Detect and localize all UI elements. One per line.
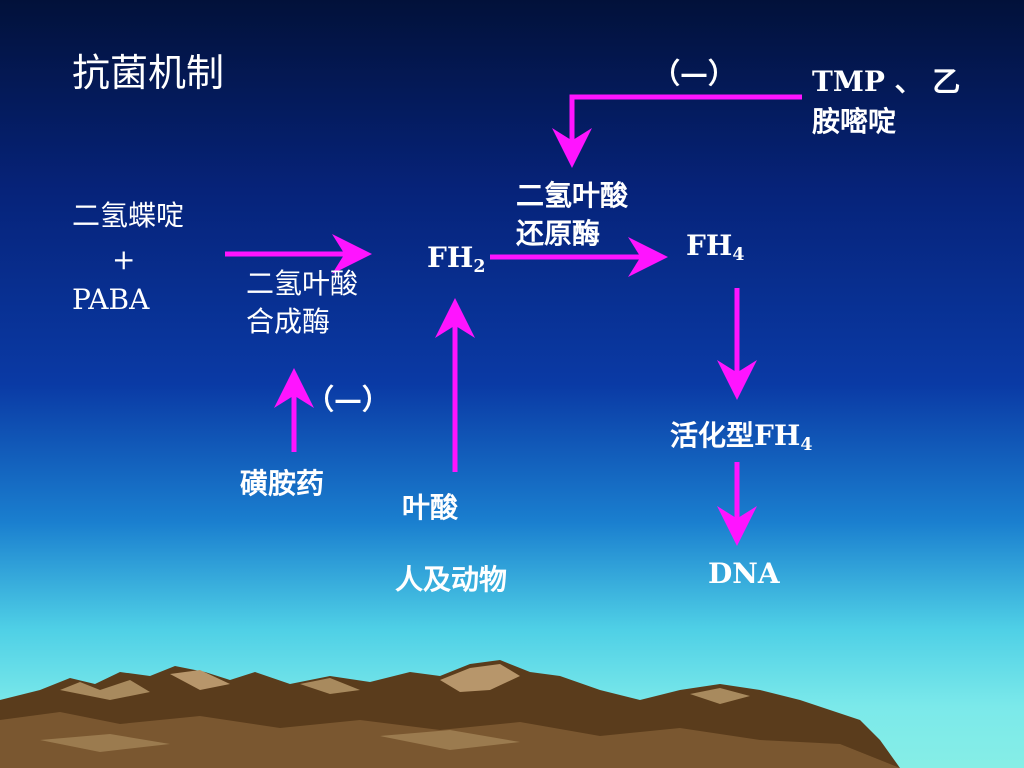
folic-acid-label: 叶酸 xyxy=(402,491,459,524)
fh4-label: FH4 xyxy=(686,229,745,265)
source-label: 人及动物 xyxy=(395,563,508,596)
fh2-label: FH2 xyxy=(427,241,486,277)
tmp-label-line2: 胺嘧啶 xyxy=(812,105,897,138)
substrate-pteridine: 二氢蝶啶 xyxy=(72,199,185,232)
enzyme-reductase-line2: 还原酶 xyxy=(516,217,601,250)
enzyme-synthase-line2: 合成酶 xyxy=(246,305,331,338)
arrow-tmp-inhibition xyxy=(552,94,802,168)
inhibitor-left-symbol: （—） xyxy=(306,383,391,416)
tmp-label-line1: TMP 、 乙 xyxy=(812,65,961,98)
dna-label: DNA xyxy=(708,557,780,590)
enzyme-synthase-line1: 二氢叶酸 xyxy=(246,267,359,300)
active-fh4-label: 活化型FH4 xyxy=(670,419,813,455)
substrate-paba: PABA xyxy=(72,283,150,316)
inhibitor-top-symbol: （—） xyxy=(652,57,737,90)
sulfonamide-label: 磺胺药 xyxy=(240,467,325,500)
substrate-plus: + xyxy=(112,243,136,276)
enzyme-reductase-line1: 二氢叶酸 xyxy=(516,179,629,212)
slide-title: 抗菌机制 xyxy=(72,51,225,95)
